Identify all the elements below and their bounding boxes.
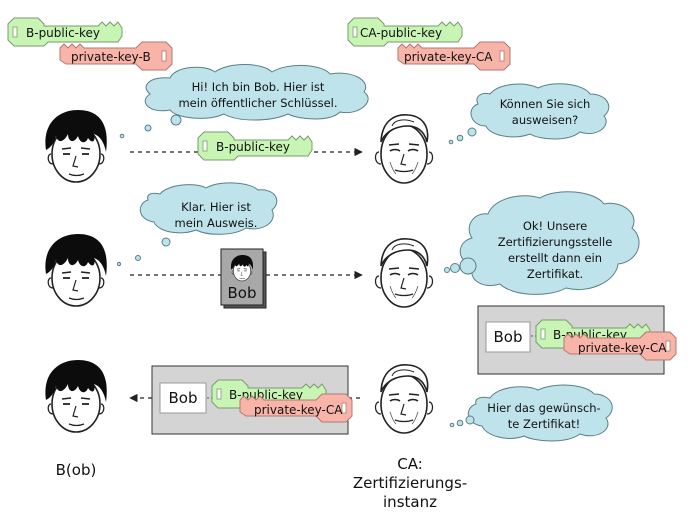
certificate-left-name: Bob (169, 389, 198, 407)
bob-face-2 (44, 233, 108, 307)
bubble-ca-ok-line-3: erstellt dann ein (508, 251, 602, 265)
bubble-ca-ask: Können Sie sich ausweisen? (448, 83, 610, 145)
certificate-left: Bob B-public-key private-key-CA (151, 365, 353, 435)
label-bob: B(ob) (56, 461, 97, 479)
bubble-bob-intro-line-2: mein öffentlicher Schlüssel. (178, 96, 337, 110)
ca-face-3 (374, 364, 434, 434)
bubble-ca-ask-line-1: Können Sie sich (500, 97, 591, 111)
bob-public-key-top: B-public-key (7, 17, 123, 47)
certificate-right-signature-key: private-key-CA (578, 341, 667, 355)
certificate-left-public-key: B-public-key (229, 388, 303, 402)
ca-public-key-top: CA-public-key (347, 17, 463, 47)
certificate-right: Bob B-public-key private-key-CA (477, 305, 677, 375)
bubble-bob-id-line-1: Klar. Hier ist (181, 200, 251, 214)
bubble-bob-intro: Hi! Ich bin Bob. Hier ist mein öffentlic… (119, 64, 369, 139)
label-ca-line-3: instanz (383, 493, 437, 511)
bob-face-3 (44, 359, 108, 433)
id-card-name: Bob (228, 284, 257, 302)
ca-private-key-top-label: private-key-CA (404, 50, 493, 64)
bubble-ca-here-line-2: te Zertifikat! (508, 417, 581, 431)
ca-private-key-top: private-key-CA (397, 41, 511, 71)
ca-face-2 (374, 238, 434, 308)
certificate-right-name: Bob (494, 328, 523, 346)
id-card: Bob (220, 248, 267, 309)
bubble-bob-id-line-2: mein Ausweis. (175, 216, 258, 230)
ca-public-key-top-label: CA-public-key (360, 26, 442, 40)
label-ca-line-1: CA: (397, 455, 423, 473)
bob-face-1 (44, 109, 108, 183)
bob-public-key-sent: B-public-key (197, 131, 313, 161)
bob-private-key-top: private-key-B (59, 41, 173, 71)
bob-public-key-top-label: B-public-key (26, 26, 100, 40)
bob-private-key-top-label: private-key-B (71, 50, 151, 64)
bubble-ca-ask-line-2: ausweisen? (512, 113, 578, 127)
certificate-left-signature-key: private-key-CA (254, 403, 343, 417)
bubble-ca-ok-line-1: Ok! Unsere (523, 219, 587, 233)
bob-public-key-sent-label: B-public-key (216, 140, 290, 154)
bubble-ca-here: Hier das gewünsch- te Zertifikat! (449, 384, 613, 442)
bubble-bob-intro-line-1: Hi! Ich bin Bob. Hier ist (192, 80, 325, 94)
ca-face-1 (374, 114, 434, 184)
bubble-bob-id: Klar. Hier ist mein Ausweis. (116, 182, 278, 267)
bubble-ca-ok-line-2: Zertifizierungsstelle (498, 235, 613, 249)
bubble-ca-here-line-1: Hier das gewünsch- (487, 401, 600, 415)
bubble-ca-ok: Ok! Unsere Zertifizierungsstelle erstell… (444, 191, 640, 295)
label-ca-line-2: Zertifizierungs- (353, 474, 467, 492)
bubble-ca-ok-line-4: Zertifikat. (527, 267, 583, 281)
